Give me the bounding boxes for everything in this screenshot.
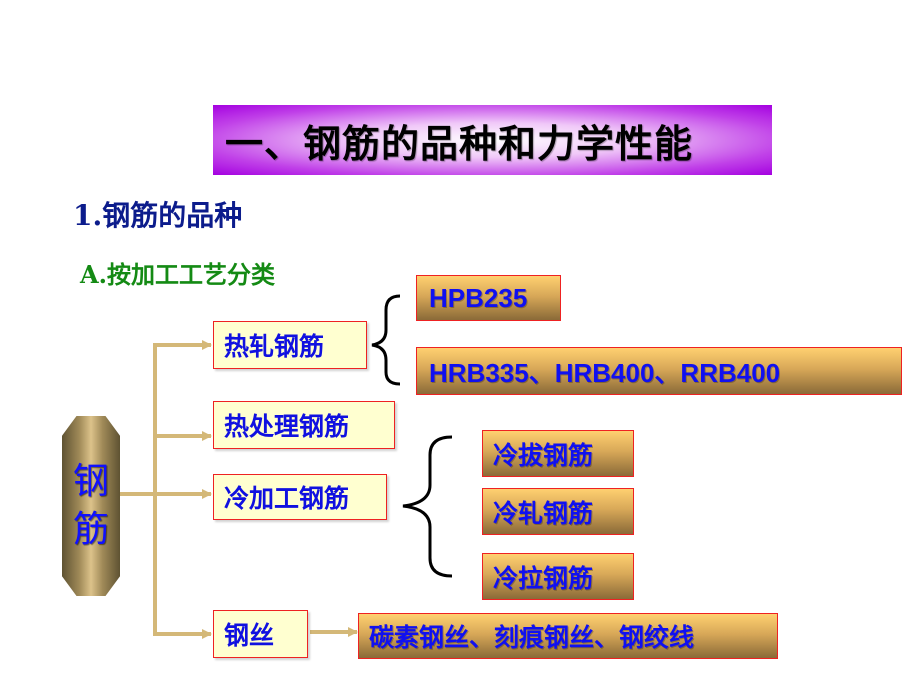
category-heat-treated: 热处理钢筋 bbox=[213, 401, 395, 449]
brace-hot-rolled bbox=[371, 294, 401, 386]
wire-types: 碳素钢丝、刻痕钢丝、钢绞线 bbox=[358, 613, 778, 659]
root-char-2: 筋 bbox=[72, 509, 109, 550]
category-steel-wire: 钢丝 bbox=[213, 610, 308, 658]
root-node-steel-bar: 钢 筋 bbox=[62, 416, 120, 596]
category-cold-worked: 冷加工钢筋 bbox=[213, 474, 387, 520]
subsection-heading: A.按加工工艺分类 bbox=[80, 260, 275, 289]
grade-hpb235: HPB235 bbox=[416, 275, 561, 321]
cold-drawn-bar: 冷拔钢筋 bbox=[482, 430, 634, 477]
brace-cold-worked bbox=[402, 435, 453, 578]
cold-rolled-bar: 冷轧钢筋 bbox=[482, 488, 634, 535]
root-char-1: 钢 bbox=[72, 461, 109, 502]
grade-hrb-rrb: HRB335、HRB400、RRB400 bbox=[416, 347, 902, 395]
category-hot-rolled: 热轧钢筋 bbox=[213, 321, 367, 369]
slide-title: 一、钢筋的品种和力学性能 bbox=[213, 105, 772, 175]
cold-stretched-bar: 冷拉钢筋 bbox=[482, 553, 634, 600]
section-heading: 1.钢筋的品种 bbox=[73, 199, 243, 232]
